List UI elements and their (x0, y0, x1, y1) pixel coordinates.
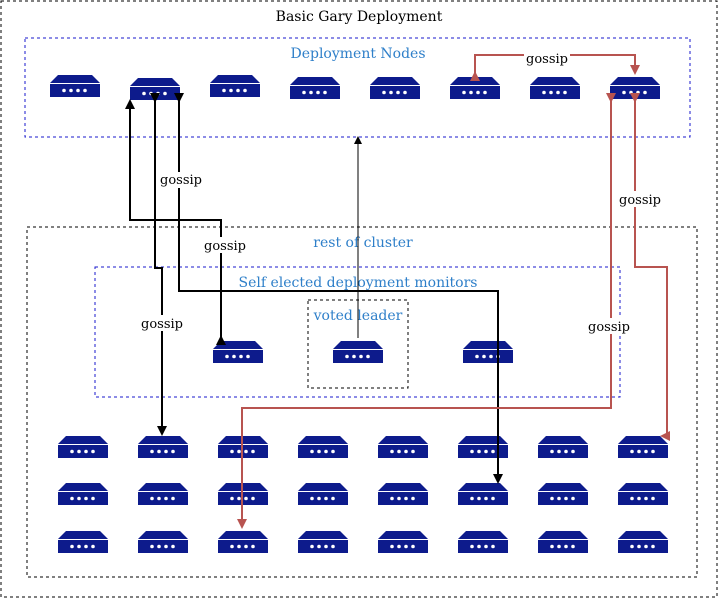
server-icon (58, 531, 108, 553)
gossip-labels: gossip gossip gossip gossip gossip gossi… (139, 50, 663, 335)
server-icon (50, 75, 100, 97)
server-icon (458, 483, 508, 505)
gossip-label: gossip (141, 317, 183, 332)
gossip-edge (237, 93, 616, 529)
rest-of-cluster-label: rest of cluster (313, 235, 413, 251)
deployment-nodes-group (24, 37, 691, 138)
server-icon (458, 531, 508, 553)
gossip-edge (174, 93, 503, 484)
diagram-title: Basic Gary Deployment (276, 9, 443, 25)
gossip-label: gossip (619, 193, 661, 208)
server-icon (333, 341, 383, 363)
server-icon (130, 78, 180, 100)
server-icon (290, 77, 340, 99)
label-background (202, 237, 248, 253)
server-icon (218, 531, 268, 553)
server-icon (378, 436, 428, 458)
gossip-edge (150, 93, 167, 436)
server-icon (618, 436, 668, 458)
server-icon (530, 77, 580, 99)
server-icon (378, 483, 428, 505)
gossip-label: gossip (526, 52, 568, 67)
gossip-edge (630, 93, 670, 441)
server-icon (210, 75, 260, 97)
server-icon (213, 341, 263, 363)
server-icon (370, 77, 420, 99)
server-icon (538, 436, 588, 458)
server-icon (58, 436, 108, 458)
gossip-label: gossip (160, 173, 202, 188)
cluster-servers (58, 436, 668, 553)
deployment-nodes-label: Deployment Nodes (290, 46, 425, 62)
label-background (617, 191, 663, 207)
server-icon (610, 77, 660, 99)
gossip-label: gossip (588, 320, 630, 335)
label-background (586, 318, 632, 334)
server-icon (58, 483, 108, 505)
server-icon (450, 77, 500, 99)
server-icon (378, 531, 428, 553)
server-icon (138, 531, 188, 553)
server-icon (138, 436, 188, 458)
monitor-servers (213, 341, 513, 363)
label-background (158, 172, 204, 188)
server-icon (538, 531, 588, 553)
server-icon (458, 436, 508, 458)
server-icon (463, 341, 513, 363)
server-icon (618, 483, 668, 505)
server-icon (618, 531, 668, 553)
server-icon (298, 436, 348, 458)
server-icon (298, 483, 348, 505)
deployment-node-servers (50, 75, 660, 100)
server-icon (538, 483, 588, 505)
gossip-label: gossip (204, 239, 246, 254)
gossip-edge (125, 99, 226, 345)
server-icon (298, 531, 348, 553)
label-background (139, 315, 185, 331)
server-icon (138, 483, 188, 505)
label-background (524, 50, 570, 66)
